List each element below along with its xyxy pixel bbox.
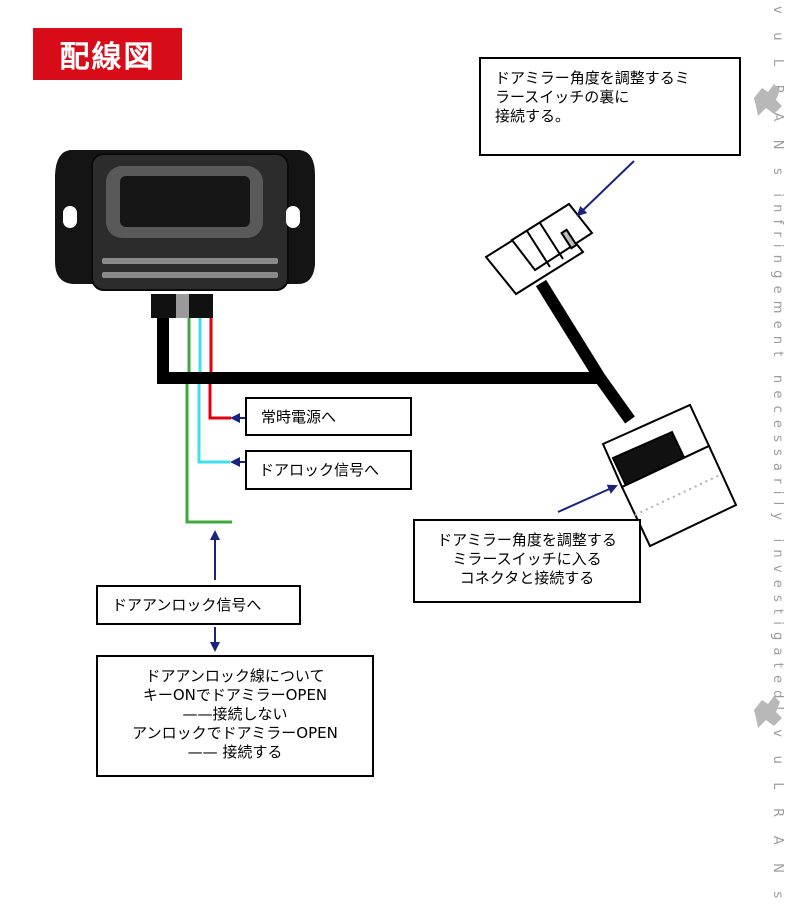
note-line: ドアアンロック線について [145,667,325,685]
note-line: コネクタと接続する [459,569,595,587]
wire-unlock-lower [185,384,232,524]
note-line: 接続する。 [495,107,571,125]
note-line: アンロックでドアミラーOPEN [132,724,338,742]
unlock-wire-info-note: ドアアンロック線について キーONでドアミラーOPEN ——接続しない アンロッ… [96,655,374,777]
power-label: 常時電源へ [245,397,412,436]
arrow-diagonal-icon [576,160,635,217]
note-line: ——接続しない [182,705,288,723]
note-line: キーONでドアミラーOPEN [142,686,328,704]
wire-lock-lower [197,384,230,464]
arrow-diagonal-icon [557,484,618,513]
wiring-diagram [55,150,738,652]
signal-wires [185,318,232,524]
door-unlock-label: ドアアンロック信号へ [96,585,301,625]
watermark: v u L R A N s infringement necessarily i… [770,6,785,905]
title-badge: 配線図 [33,28,182,80]
dragon-logo-icon [754,84,782,728]
harness-cable [157,279,635,424]
note-line: ミラースイッチに入る [452,550,602,568]
door-lock-label: ドアロック信号へ [245,450,412,490]
note-line: ドアミラー角度を調整するミ [495,69,690,87]
power-text: 常時電源へ [261,408,337,426]
mirror-switch-back-note: ドアミラー角度を調整するミ ラースイッチの裏に 接続する。 [479,57,741,156]
upper-connector [484,202,594,296]
door-unlock-text: ドアアンロック信号へ [112,596,262,614]
note-line: ラースイッチの裏に [495,88,630,106]
note-line: —— 接続する [187,743,283,761]
control-unit [55,150,315,318]
note-line: ドアミラー角度を調整する [437,531,617,549]
wire-power-lower [208,384,231,420]
connector-note: ドアミラー角度を調整する ミラースイッチに入る コネクタと接続する [413,519,641,603]
door-lock-text: ドアロック信号へ [259,461,380,479]
lower-connector [601,403,738,548]
